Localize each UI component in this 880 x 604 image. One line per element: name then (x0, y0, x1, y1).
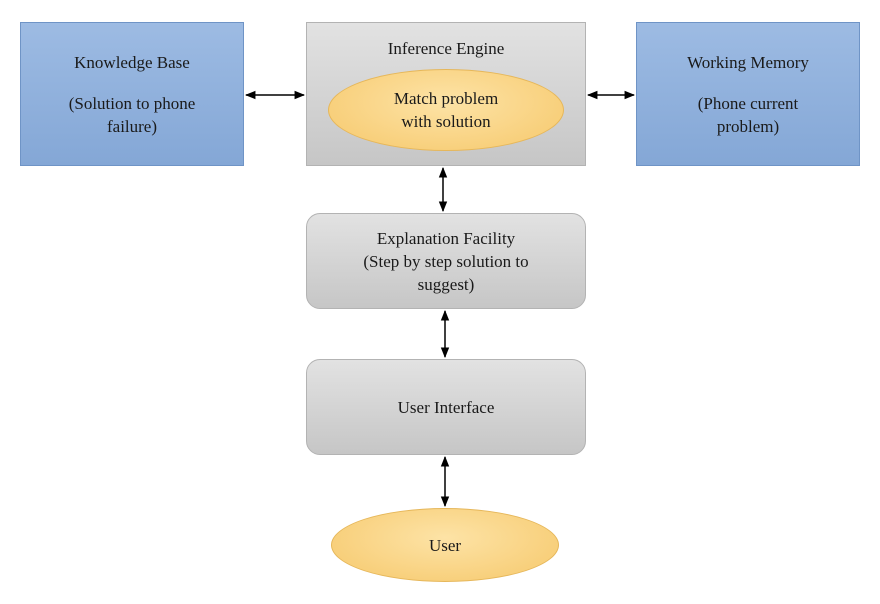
working-memory-box: Working Memory (Phone current problem) (636, 22, 860, 166)
explanation-facility-box: Explanation Facility (Step by step solut… (306, 213, 586, 309)
user-interface-box: User Interface (306, 359, 586, 455)
match-problem-ellipse: Match problem with solution (328, 69, 564, 151)
working-memory-title: Working Memory (687, 52, 809, 72)
explanation-facility-title: Explanation Facility (376, 228, 516, 248)
knowledge-base-desc-line1: (Solution to phone (68, 93, 196, 113)
user-ellipse: User (331, 508, 559, 582)
explanation-facility-desc-line2: suggest) (417, 274, 475, 294)
knowledge-base-title: Knowledge Base (74, 52, 190, 72)
user-label: User (428, 535, 462, 555)
knowledge-base-desc-line2: failure) (106, 116, 158, 136)
explanation-facility-desc-line1: (Step by step solution to (363, 251, 529, 271)
working-memory-desc-line1: (Phone current (697, 93, 799, 113)
match-problem-line2: with solution (401, 112, 491, 131)
working-memory-desc-line2: problem) (716, 116, 780, 136)
match-problem-line1: Match problem (393, 89, 499, 108)
knowledge-base-box: Knowledge Base (Solution to phone failur… (20, 22, 244, 166)
inference-engine-title: Inference Engine (387, 39, 505, 58)
user-interface-label: User Interface (397, 397, 495, 417)
